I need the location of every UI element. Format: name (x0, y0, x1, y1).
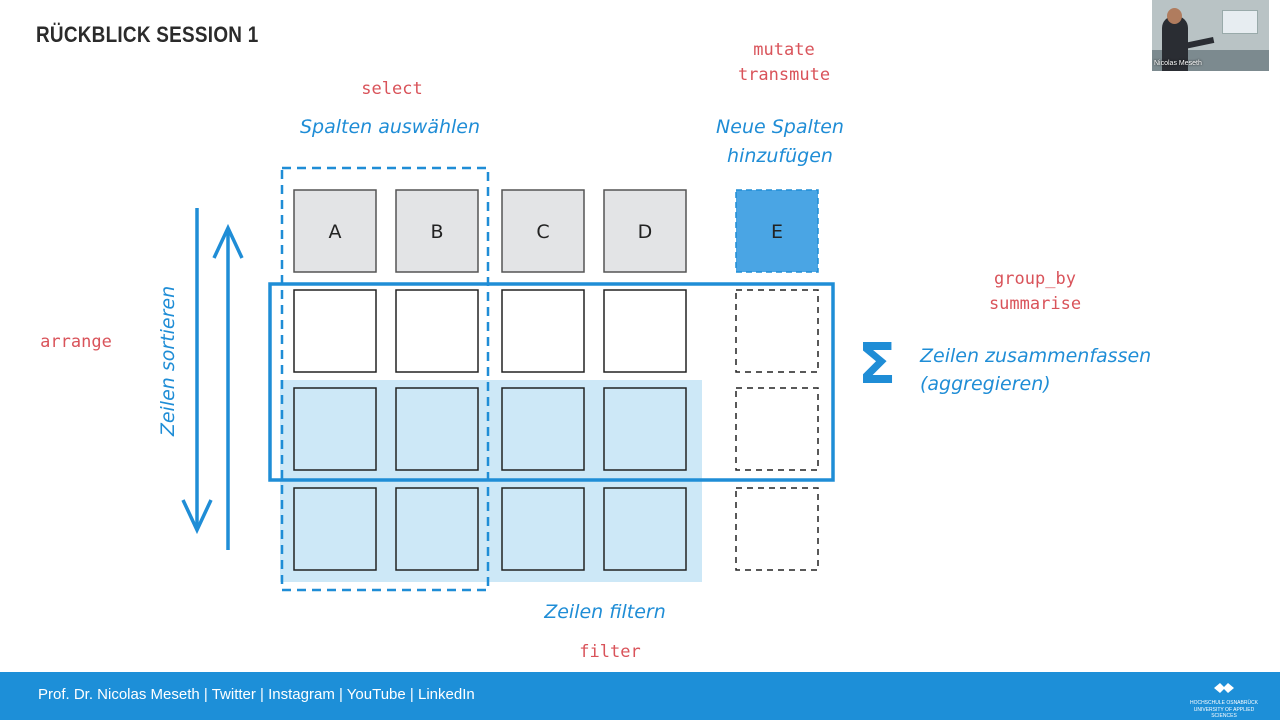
header-label-e: E (771, 221, 783, 243)
twitter-link[interactable]: Twitter (211, 686, 256, 703)
data-cell (603, 387, 687, 471)
summary-description-line1: Zeilen zusammenfassen (920, 345, 1152, 367)
youtube-link[interactable]: YouTube (346, 686, 406, 703)
linkedin-link[interactable]: LinkedIn (418, 686, 475, 703)
university-logo: HOCHSCHULE OSNABRÜCK UNIVERSITY OF APPLI… (1188, 680, 1260, 719)
arrow-down-head (181, 499, 213, 535)
header-label-c: C (536, 221, 549, 243)
header-label-d: D (638, 221, 653, 243)
header-cell-a (293, 189, 377, 273)
logo-text-line1: HOCHSCHULE OSNABRÜCK (1189, 700, 1259, 706)
summarise-function-label: summarise (988, 294, 1082, 314)
mutate-description-line1: Neue Spalten (716, 116, 844, 138)
filter-description: Zeilen filtern (544, 601, 666, 623)
data-cell (293, 487, 377, 571)
data-cell (501, 289, 585, 373)
webcam-name-label: Nicolas Meseth (1154, 60, 1202, 67)
data-cell (293, 387, 377, 471)
arrow-up-head (212, 223, 244, 259)
data-cell (395, 487, 479, 571)
header-label-a: A (329, 221, 342, 243)
select-function-label: select (361, 79, 423, 99)
data-cell (735, 487, 819, 571)
mutate-description-line2: hinzufügen (727, 145, 833, 167)
header-cell-c (501, 189, 585, 273)
footer-bar: Prof. Dr. Nicolas Meseth | Twitter | Ins… (0, 672, 1280, 720)
header-cell-d (603, 189, 687, 273)
data-cell (395, 289, 479, 373)
data-cell (735, 387, 819, 471)
mutate-function-label: mutate (753, 40, 815, 60)
data-cell (603, 487, 687, 571)
transmute-function-label: transmute (737, 65, 831, 85)
footer-author: Prof. Dr. Nicolas Meseth (38, 686, 200, 703)
logo-text-line2: UNIVERSITY OF APPLIED SCIENCES (1193, 707, 1255, 719)
arrange-function-label: arrange (40, 332, 112, 352)
footer-links: Prof. Dr. Nicolas Meseth | Twitter | Ins… (38, 686, 475, 703)
summarise-rows-box (268, 282, 835, 482)
data-cell (395, 387, 479, 471)
select-description: Spalten auswählen (299, 116, 481, 138)
data-cell (293, 289, 377, 373)
group-by-function-label: group_by (994, 269, 1076, 289)
data-cell (603, 289, 687, 373)
university-logo-icon (1214, 683, 1234, 693)
data-cell (501, 387, 585, 471)
header-label-b: B (430, 221, 443, 243)
filter-function-label: filter (579, 642, 641, 662)
instagram-link[interactable]: Instagram (268, 686, 335, 703)
slide-title: RÜCKBLICK SESSION 1 (36, 22, 259, 47)
header-cell-e (735, 189, 819, 273)
sigma-icon: Σ (857, 332, 897, 397)
data-cell (501, 487, 585, 571)
dplyr-verbs-diagram: A B C D E (181, 166, 835, 592)
header-cell-b (395, 189, 479, 273)
data-cell (735, 289, 819, 373)
summary-description-line2: (aggregieren) (920, 373, 1051, 395)
webcam-feed: Nicolas Meseth (1152, 0, 1269, 71)
